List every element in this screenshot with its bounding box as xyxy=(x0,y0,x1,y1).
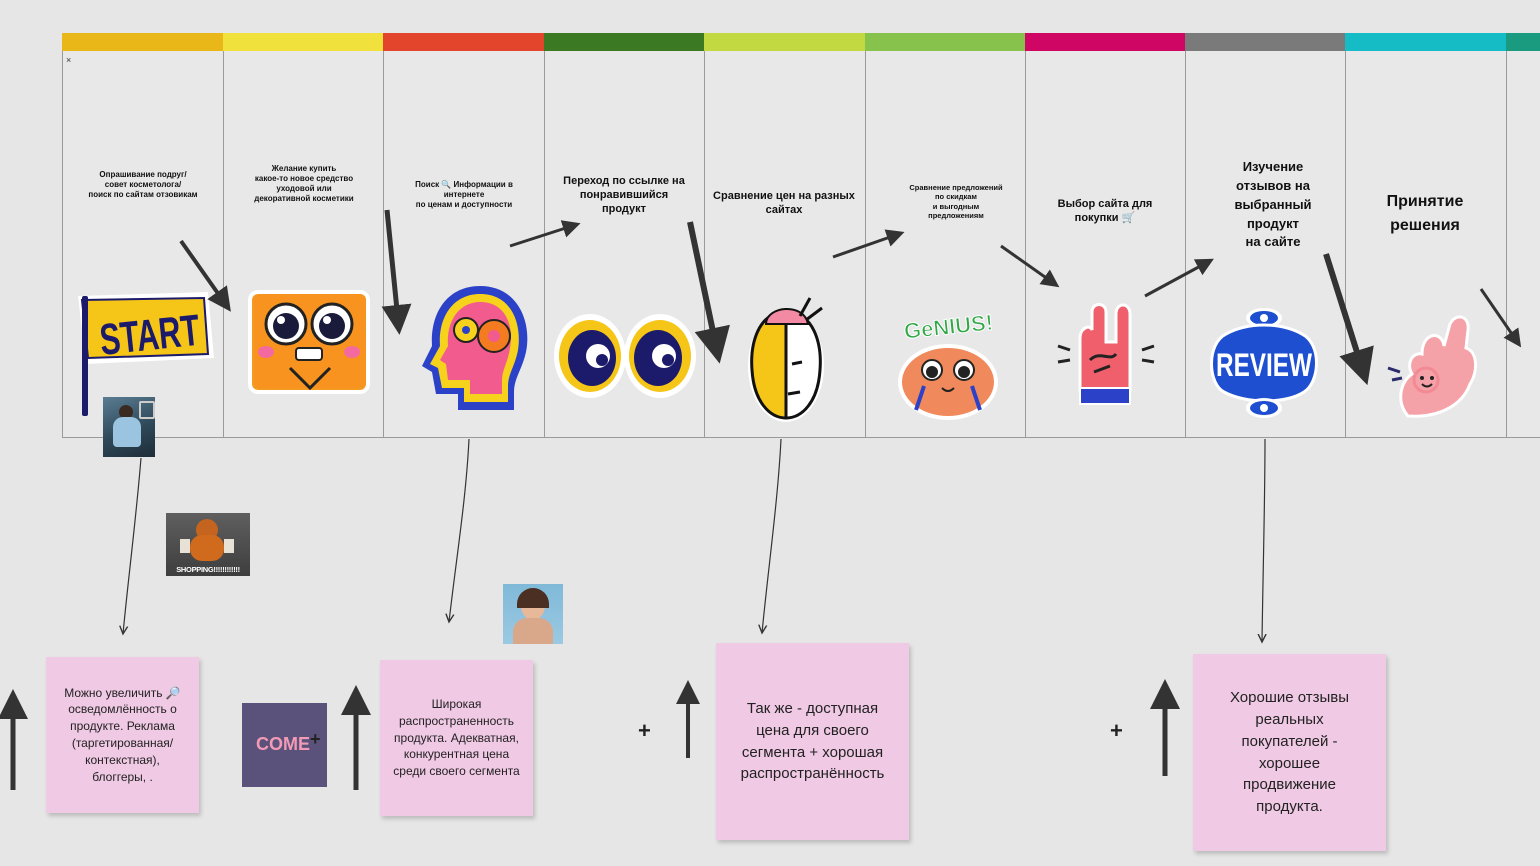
rock-hand-sticker[interactable] xyxy=(1050,300,1162,412)
sticky-note-reviews-text: Хорошие отзывы реальных покупателей - хо… xyxy=(1229,689,1350,815)
flow-arrow-1 xyxy=(179,239,231,312)
shopping-bear-gif[interactable]: SHOPPING!!!!!!!!!!!! xyxy=(166,513,250,576)
sticky-note-distribution-text: Широкая распространенность продукта. Аде… xyxy=(393,697,520,779)
stage-label-6: Сравнение предложений по скидкам и выгод… xyxy=(909,183,1003,221)
flow-arrow-2 xyxy=(381,209,412,335)
sticky-note-awareness-text: Можно увеличить 🔎 осведомлённость о прод… xyxy=(64,685,181,784)
woman-portrait-gif[interactable] xyxy=(503,584,563,644)
flow-arrow-6 xyxy=(1000,244,1060,288)
plus-sign-1: + xyxy=(638,718,651,743)
cute-face-sticker[interactable] xyxy=(246,288,374,398)
sticky-note-awareness[interactable]: Можно увеличить 🔎 осведомлённость о прод… xyxy=(46,657,199,813)
plus-sign-2: + xyxy=(1110,718,1123,743)
stage-color-bar-1 xyxy=(62,33,223,51)
stage-color-bar-6 xyxy=(865,33,1025,51)
stage-color-bar-10 xyxy=(1506,33,1540,51)
connector-arrow-3 xyxy=(762,438,782,633)
stage-label-1: Опрашивание подруг/ совет косметолога/ п… xyxy=(88,170,198,199)
flow-arrow-9 xyxy=(1479,288,1522,348)
sticky-note-price-text: Так же - доступная цена для своего сегме… xyxy=(740,700,885,783)
review-text: REVIEW xyxy=(1216,347,1313,383)
head-gears-sticker[interactable] xyxy=(418,282,534,414)
flow-arrow-3 xyxy=(509,220,581,248)
stage-label-7: Выбор сайта для покупки 🛒 xyxy=(1057,198,1153,224)
stage-color-bar-8 xyxy=(1185,33,1345,51)
start-text: START xyxy=(97,306,202,365)
stage-color-bar-7 xyxy=(1025,33,1185,51)
stage-label-9: Принятие решения xyxy=(1386,193,1464,234)
stage-color-bar-5 xyxy=(704,33,865,51)
connector-arrow-2 xyxy=(449,438,470,622)
stage-color-bar-2 xyxy=(223,33,383,51)
flow-arrow-5 xyxy=(832,229,905,259)
stage-label-2: Желание купить какое-то новое средство у… xyxy=(254,164,354,203)
genius-brain-sticker[interactable]: GeNIUS! xyxy=(890,308,1010,426)
come-logo-plus: + xyxy=(310,729,321,749)
flow-arrow-4 xyxy=(687,221,730,364)
stage-label-5: Сравнение цен на разных сайтах xyxy=(713,190,855,216)
flow-arrow-7 xyxy=(1144,258,1214,298)
stage-color-bar-9 xyxy=(1345,33,1506,51)
sticky-note-reviews[interactable]: Хорошие отзывы реальных покупателей - хо… xyxy=(1193,654,1386,851)
stage-label-8: Изучение отзывов на выбранный продукт на… xyxy=(1234,159,1312,250)
shopping-caption: SHOPPING!!!!!!!!!!!! xyxy=(176,565,240,574)
come-logo-text: COME xyxy=(256,734,310,754)
big-eyes-sticker[interactable] xyxy=(552,310,698,402)
sticky-note-distribution[interactable]: Широкая распространенность продукта. Аде… xyxy=(380,660,533,816)
flow-arrow-8 xyxy=(1323,253,1374,386)
stage-lane-10[interactable] xyxy=(1506,51,1540,438)
stage-color-bar-4 xyxy=(544,33,704,51)
review-badge-sticker[interactable]: REVIEW xyxy=(1206,304,1322,420)
connector-arrow-4 xyxy=(1262,438,1265,642)
stage-lane-1[interactable] xyxy=(62,51,224,438)
stage-label-4: Переход по ссылке на понравившийся проду… xyxy=(563,175,685,215)
come-logo[interactable]: COME + xyxy=(242,703,327,787)
close-icon[interactable]: × xyxy=(66,55,72,65)
stage-color-bar-3 xyxy=(383,33,544,51)
stage-label-3: Поиск 🔍 Информации в интернете по ценам … xyxy=(415,180,513,209)
brain-face-sticker[interactable] xyxy=(744,294,828,424)
sticky-note-price[interactable]: Так же - доступная цена для своего сегме… xyxy=(716,643,909,840)
woman-sitting-gif[interactable] xyxy=(103,397,155,457)
start-flag-sticker[interactable]: START xyxy=(68,278,218,418)
connector-arrow-1 xyxy=(123,457,142,634)
ok-hand-sticker[interactable] xyxy=(1382,312,1482,418)
